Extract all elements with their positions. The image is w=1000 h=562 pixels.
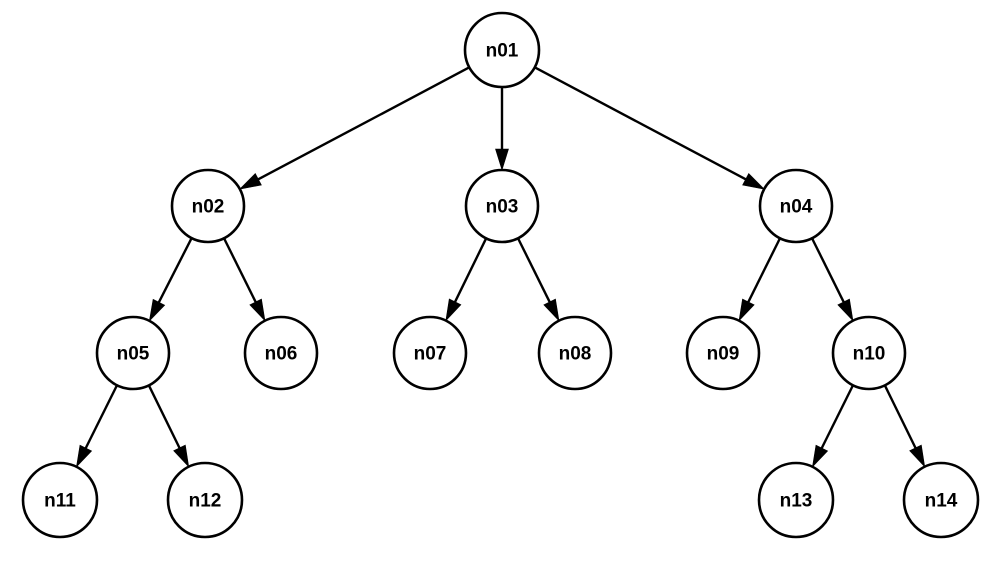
edge-line	[256, 66, 470, 182]
edge-line	[453, 237, 488, 304]
node-n11[interactable]: n11	[21, 461, 99, 539]
edge-n05-to-n11	[76, 384, 119, 468]
node-circle[interactable]	[464, 168, 540, 244]
node-label: n12	[189, 491, 222, 512]
edge-n01-to-n02	[238, 66, 470, 190]
node-label: n13	[780, 491, 813, 512]
edge-line	[157, 237, 193, 305]
node-n14[interactable]: n14	[902, 461, 980, 539]
edge-line	[222, 237, 258, 304]
node-label: n02	[192, 197, 225, 218]
edge-line	[534, 66, 748, 182]
edge-n10-to-n13	[812, 384, 855, 468]
node-label: n07	[414, 344, 447, 365]
edge-n04-to-n09	[738, 237, 782, 322]
node-circle[interactable]	[463, 11, 541, 89]
edge-n03-to-n08	[516, 237, 560, 322]
node-n09[interactable]: n09	[685, 315, 761, 391]
edge-line	[746, 237, 782, 304]
node-label: n09	[707, 344, 740, 365]
node-label: n03	[486, 197, 519, 218]
edge-n02-to-n05	[148, 237, 193, 322]
node-circle[interactable]	[95, 315, 171, 391]
node-n03[interactable]: n03	[464, 168, 540, 244]
arrow-head-icon	[742, 173, 766, 190]
edge-n04-to-n10	[810, 237, 854, 322]
node-circle[interactable]	[21, 461, 99, 539]
node-n01[interactable]: n01	[463, 11, 541, 89]
edge-line	[820, 384, 855, 450]
node-label: n10	[853, 344, 886, 365]
arrow-head-icon	[173, 444, 190, 468]
arrow-head-icon	[76, 444, 93, 468]
arrow-head-icon	[909, 444, 926, 468]
node-label: n11	[44, 491, 76, 512]
node-n06[interactable]: n06	[243, 315, 319, 391]
edge-line	[810, 237, 846, 304]
node-n02[interactable]: n02	[170, 168, 246, 244]
arrow-head-icon	[837, 298, 854, 322]
node-circle[interactable]	[758, 168, 834, 244]
edge-n03-to-n07	[445, 237, 488, 322]
edges-layer	[76, 66, 926, 468]
node-circle[interactable]	[902, 461, 980, 539]
edge-n10-to-n14	[883, 384, 926, 468]
edge-line	[147, 384, 182, 450]
arrow-head-icon	[812, 444, 829, 468]
node-circle[interactable]	[243, 315, 319, 391]
node-circle[interactable]	[757, 461, 835, 539]
node-circle[interactable]	[170, 168, 246, 244]
node-circle[interactable]	[685, 315, 761, 391]
node-label: n04	[780, 197, 813, 218]
edge-n02-to-n06	[222, 237, 266, 322]
node-label: n06	[265, 344, 298, 365]
node-label: n05	[117, 344, 150, 365]
node-label: n01	[486, 41, 519, 62]
node-circle[interactable]	[392, 315, 468, 391]
edge-line	[516, 237, 552, 304]
arrow-head-icon	[445, 298, 462, 322]
node-n13[interactable]: n13	[757, 461, 835, 539]
node-n08[interactable]: n08	[537, 315, 613, 391]
arrow-head-icon	[249, 298, 266, 322]
edge-line	[883, 384, 918, 450]
node-circle[interactable]	[537, 315, 613, 391]
node-label: n08	[559, 344, 592, 365]
edge-line	[84, 384, 119, 450]
node-n05[interactable]: n05	[95, 315, 171, 391]
arrow-head-icon	[238, 173, 262, 190]
arrow-head-icon	[148, 298, 166, 322]
node-n12[interactable]: n12	[166, 461, 244, 539]
node-label: n14	[925, 491, 958, 512]
arrow-head-icon	[495, 148, 509, 172]
nodes-layer: n01 n02 n03 n04 n05 n06 n07 n08 n09 n10 n11 n12 n13 n…	[21, 11, 980, 539]
arrow-head-icon	[543, 298, 560, 322]
edge-n01-to-n03	[495, 87, 509, 172]
node-circle[interactable]	[831, 315, 907, 391]
node-n07[interactable]: n07	[392, 315, 468, 391]
edge-n05-to-n12	[147, 384, 190, 468]
node-n10[interactable]: n10	[831, 315, 907, 391]
node-n04[interactable]: n04	[758, 168, 834, 244]
arrow-head-icon	[738, 298, 755, 322]
edge-n01-to-n04	[534, 66, 766, 190]
node-circle[interactable]	[166, 461, 244, 539]
